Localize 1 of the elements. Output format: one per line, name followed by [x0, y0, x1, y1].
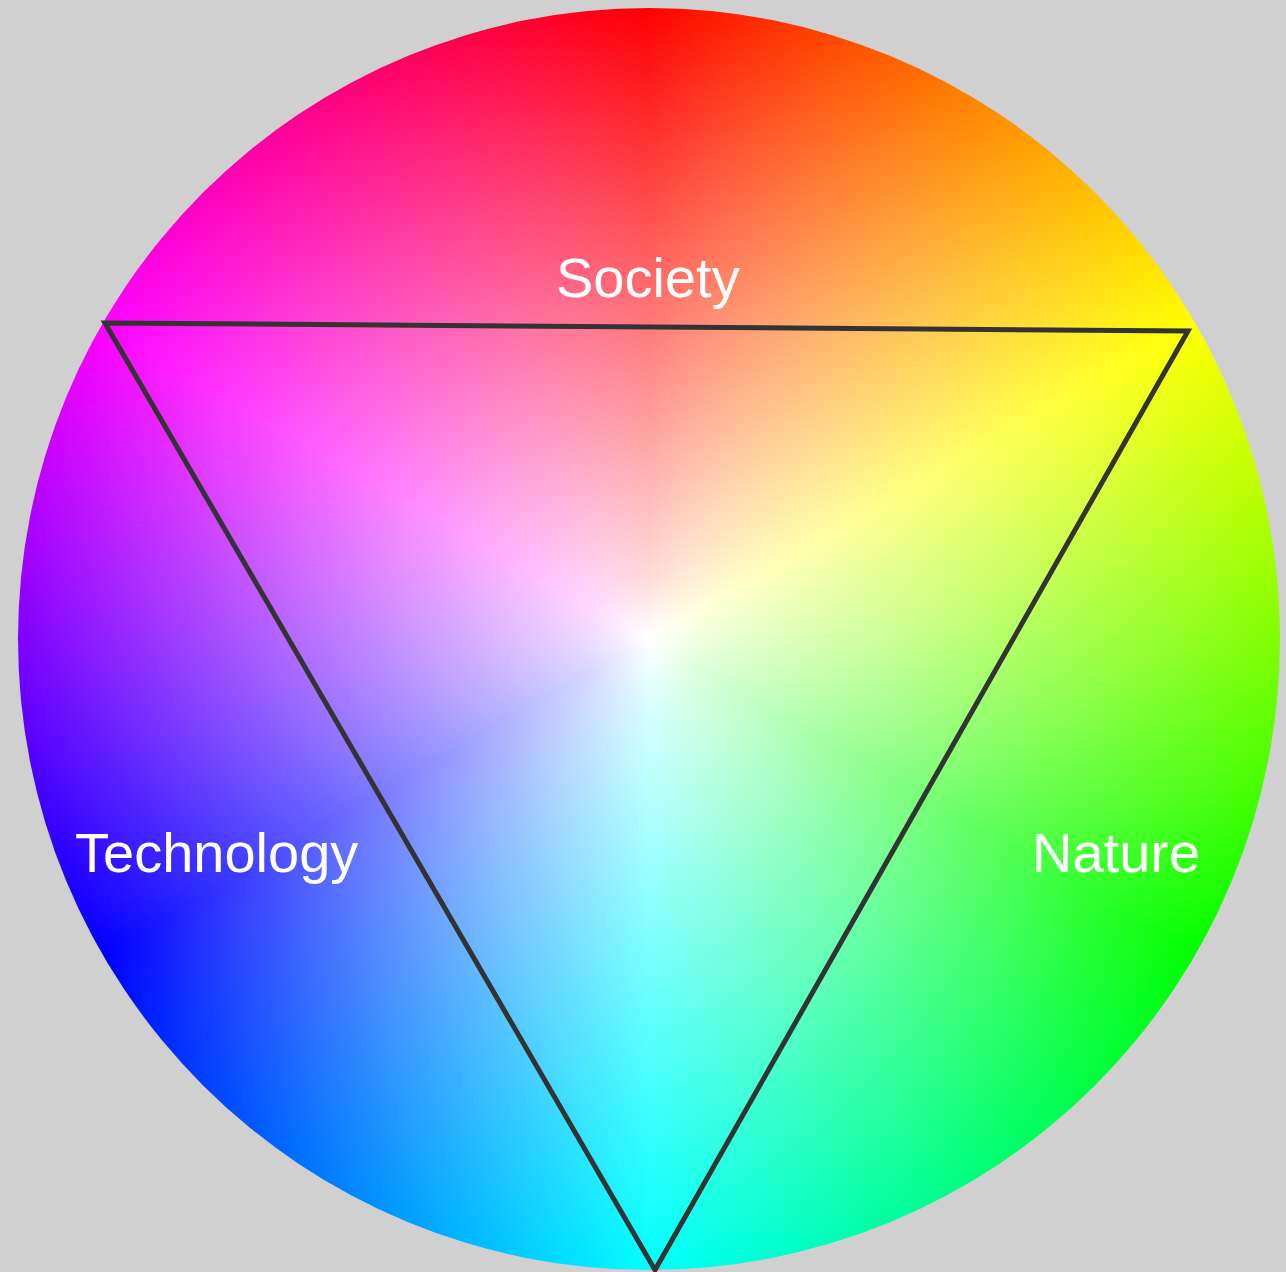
region-label: Nature — [1032, 825, 1201, 881]
